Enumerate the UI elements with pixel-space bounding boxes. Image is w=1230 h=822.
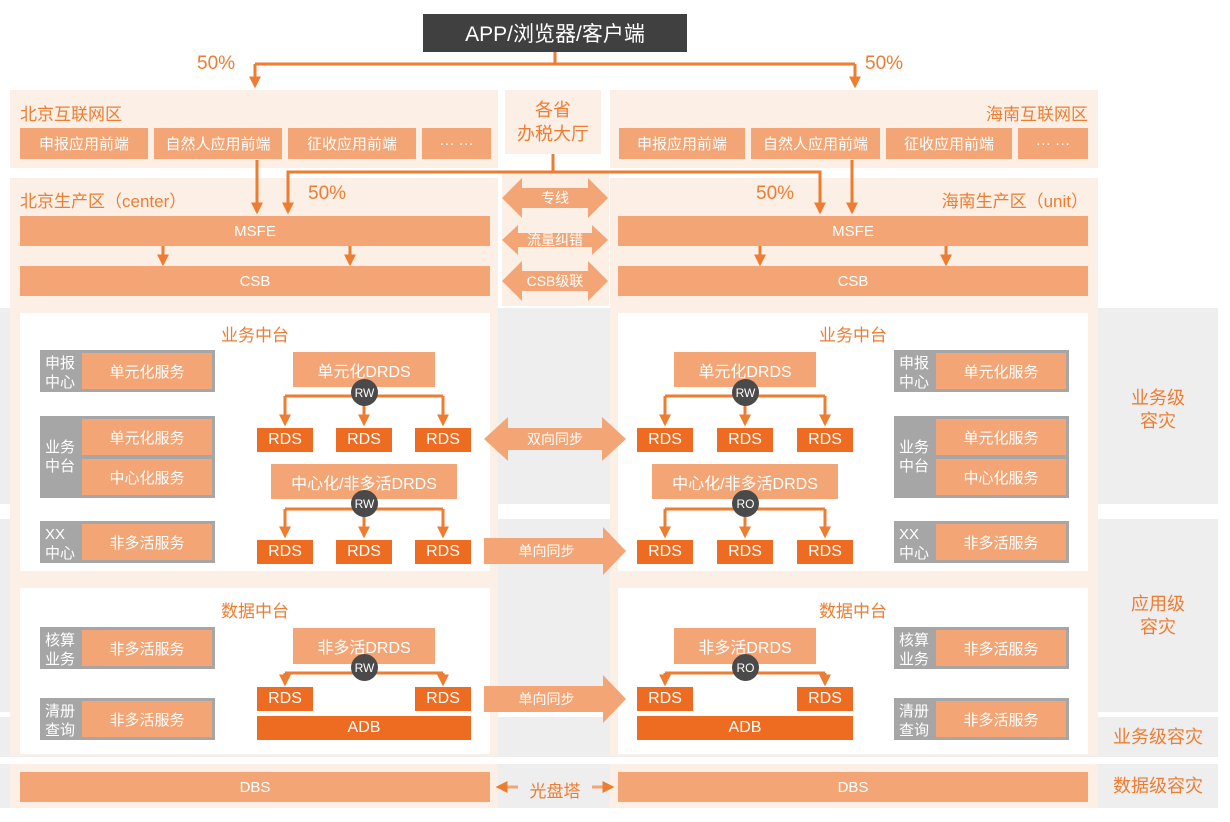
traffic-fix-label: 流量纠错 — [527, 232, 583, 248]
tax-hall-label: 各省 办税大厅 — [517, 100, 589, 144]
left-traffic-percent: 50% — [197, 53, 236, 74]
right-data-group1-service-0: 非多活服务 — [936, 701, 1066, 737]
side-label-business-dr: 业务级 容灾 — [1131, 388, 1185, 431]
right-msfe-bar: MSFE — [618, 216, 1088, 246]
right-prod-percent: 50% — [756, 183, 795, 204]
right-group1-service-0: 单元化服务 — [936, 419, 1066, 455]
one-way-sync-label-2: 单向同步 — [518, 691, 575, 707]
left-dbs-bar: DBS — [20, 772, 490, 802]
dedicated-line-label: 专线 — [541, 190, 569, 206]
left-data-drds: 非多活DRDS — [293, 628, 435, 664]
left-center-rds-2: RDS — [415, 540, 471, 564]
right-frontend-0: 申报应用前端 — [619, 128, 745, 159]
left-data-group1-service-0: 非多活服务 — [82, 701, 212, 737]
left-frontend-0: 申报应用前端 — [20, 128, 148, 159]
right-data-group0-service-0: 非多活服务 — [936, 630, 1066, 666]
left-group1-service-0: 单元化服务 — [82, 419, 212, 455]
right-frontend-2: 征收应用前端 — [886, 128, 1012, 159]
left-frontend-2: 征收应用前端 — [288, 128, 416, 159]
left-center-rds-0: RDS — [257, 540, 313, 564]
left-data-drds-tag: RW — [351, 654, 378, 681]
right-data-rds-0: RDS — [637, 687, 693, 711]
right-unit-rds-0: RDS — [637, 428, 693, 452]
one-way-sync-label-1: 单向同步 — [518, 543, 575, 559]
csb-cascade-arrow — [502, 261, 608, 301]
right-unit-rds-2: RDS — [797, 428, 853, 452]
left-data-title: 数据中台 — [221, 602, 289, 621]
right-data-rds-1: RDS — [797, 687, 853, 711]
left-frontend-1: 自然人应用前端 — [154, 128, 282, 159]
right-csb-bar: CSB — [618, 266, 1088, 296]
right-center-drds-tag: RO — [732, 490, 759, 517]
right-center-rds-1: RDS — [717, 540, 773, 564]
left-group2-service-0: 非多活服务 — [82, 524, 212, 560]
side-label-business-dr-2: 业务级容灾 — [1113, 727, 1203, 747]
tax-hall-zone — [505, 90, 601, 154]
left-data-group0-service-0: 非多活服务 — [82, 630, 212, 666]
right-frontend-1: 自然人应用前端 — [751, 128, 880, 159]
left-frontend-3: ··· ··· — [422, 128, 491, 159]
right-unit-drds-tag: RW — [732, 379, 759, 406]
left-data-rds-0: RDS — [257, 687, 313, 711]
left-unit-rds-1: RDS — [336, 428, 392, 452]
left-internet-zone-title: 北京互联网区 — [20, 105, 122, 124]
right-group0-service-0: 单元化服务 — [936, 353, 1066, 389]
left-center-drds-tag: RW — [351, 490, 378, 517]
left-group1-service-1: 中心化服务 — [82, 459, 212, 495]
left-prod-percent: 50% — [308, 183, 347, 204]
left-group0-service-0: 单元化服务 — [82, 353, 212, 389]
right-dbs-bar: DBS — [618, 772, 1088, 802]
right-center-rds-2: RDS — [797, 540, 853, 564]
left-adb-bar: ADB — [257, 716, 471, 740]
left-data-rds-1: RDS — [415, 687, 471, 711]
right-center-rds-0: RDS — [637, 540, 693, 564]
left-unit-rds-0: RDS — [257, 428, 313, 452]
left-production-zone-title: 北京生产区（center） — [20, 192, 187, 211]
one-way-sync-arrow-2 — [484, 675, 626, 723]
bidirectional-sync-arrow — [484, 417, 626, 461]
csb-cascade-label: CSB级联 — [526, 273, 584, 289]
right-adb-bar: ADB — [637, 716, 853, 740]
right-traffic-percent: 50% — [865, 53, 904, 74]
side-label-data-dr: 数据级容灾 — [1113, 776, 1203, 796]
right-business-title: 业务中台 — [819, 326, 887, 345]
bidirectional-sync-label: 双向同步 — [527, 431, 583, 447]
right-data-drds: 非多活DRDS — [674, 628, 816, 664]
right-unit-rds-1: RDS — [717, 428, 773, 452]
left-msfe-bar: MSFE — [20, 216, 490, 246]
left-unit-rds-2: RDS — [415, 428, 471, 452]
right-group1-service-1: 中心化服务 — [936, 459, 1066, 495]
right-internet-zone-title: 海南互联网区 — [986, 105, 1088, 124]
right-group2-service-0: 非多活服务 — [936, 524, 1066, 560]
dedicated-line-arrow — [502, 178, 608, 218]
left-unit-drds-tag: RW — [351, 379, 378, 406]
right-production-zone-title: 海南生产区（unit） — [941, 192, 1088, 211]
traffic-fix-arrow — [502, 225, 608, 255]
client-title-box: APP/浏览器/客户端 — [423, 14, 687, 52]
left-business-title: 业务中台 — [221, 326, 289, 345]
right-data-drds-tag: RO — [732, 654, 759, 681]
right-frontend-3: ··· ··· — [1018, 128, 1088, 159]
side-label-app-dr: 应用级 容灾 — [1131, 594, 1185, 637]
one-way-sync-arrow-1 — [484, 527, 626, 575]
optical-tower-label: 光盘塔 — [529, 782, 581, 801]
left-csb-bar: CSB — [20, 266, 490, 296]
left-center-rds-1: RDS — [336, 540, 392, 564]
right-data-title: 数据中台 — [819, 602, 887, 621]
